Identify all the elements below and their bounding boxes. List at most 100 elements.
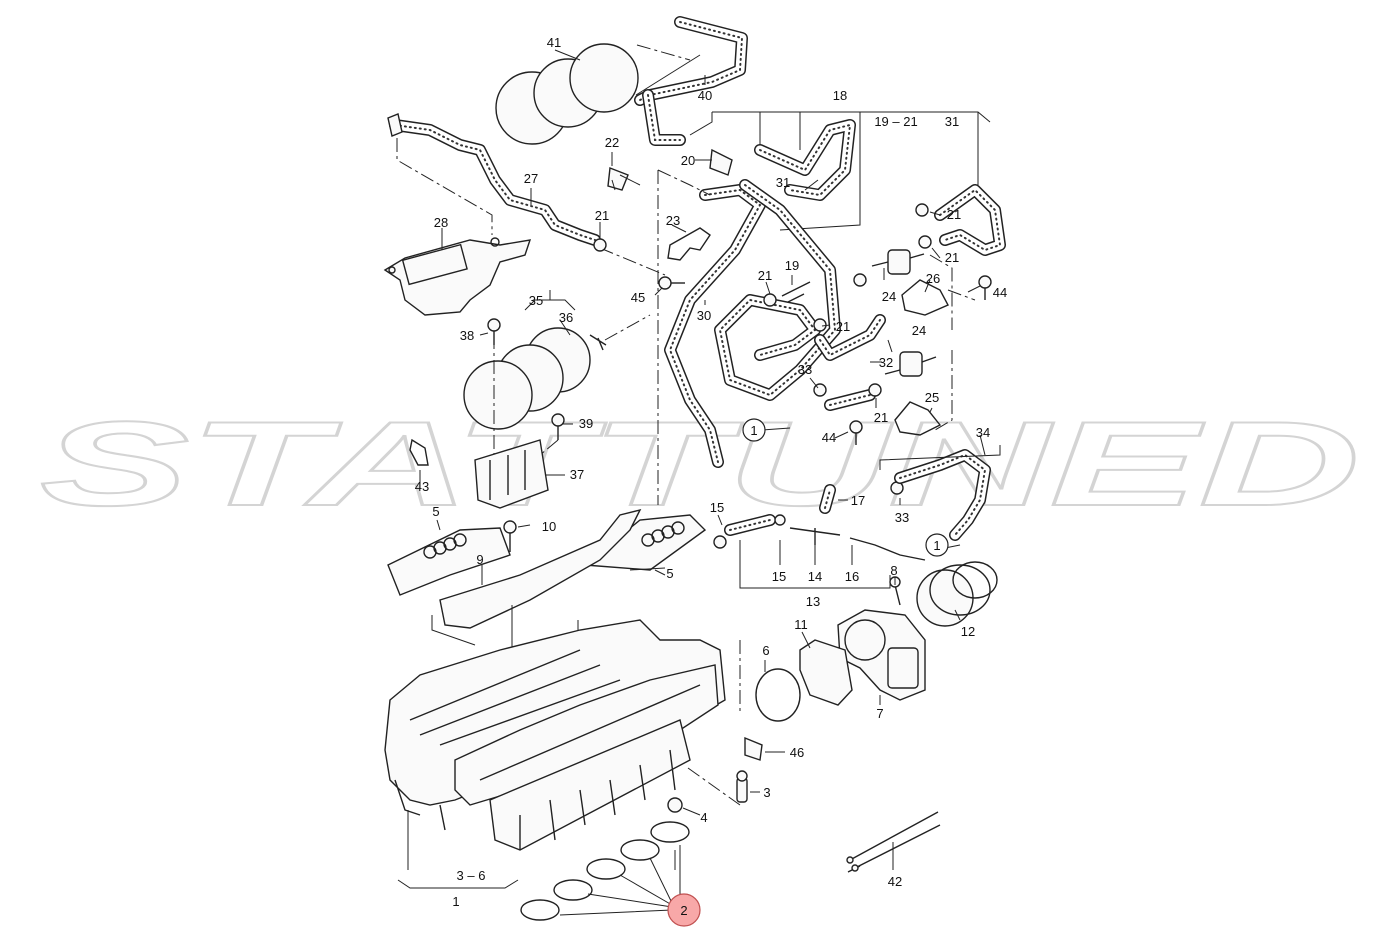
intake-manifold-1 <box>384 619 726 851</box>
screw-45 <box>658 276 685 290</box>
callout-33-a: 33 <box>798 362 812 377</box>
connector-36 <box>589 334 607 351</box>
seal-6 <box>755 668 801 722</box>
t-piece-14 <box>789 527 841 545</box>
gasket-rings-2 <box>520 821 690 921</box>
callout-10: 10 <box>542 519 556 534</box>
callout-1: 1 <box>452 894 459 909</box>
callout-labels: 41 40 18 19 – 21 31 22 20 31 27 28 21 23… <box>415 35 1007 918</box>
sensor-3 <box>736 770 748 803</box>
callout-13: 13 <box>806 594 820 609</box>
tie-43 <box>409 438 429 466</box>
callout-6: 6 <box>762 643 769 658</box>
callout-16: 16 <box>845 569 859 584</box>
hose-32 <box>814 314 886 361</box>
callout-32: 32 <box>879 355 893 370</box>
callout-12: 12 <box>961 624 975 639</box>
callout-1-ref-b: 1 <box>933 538 940 553</box>
callout-21-d: 21 <box>758 268 772 283</box>
hose-30 <box>664 184 766 468</box>
hose-34 <box>894 449 991 541</box>
callout-31-b: 31 <box>776 175 790 190</box>
callout-44-a: 44 <box>993 285 1007 300</box>
callout-42: 42 <box>888 874 902 889</box>
valve-24-lower <box>884 351 937 377</box>
bracket-25 <box>894 401 942 436</box>
hose-loop <box>714 179 841 401</box>
bracket-37 <box>474 439 549 509</box>
callout-22: 22 <box>605 135 619 150</box>
callout-31: 31 <box>945 114 959 129</box>
intake-hose-12 <box>916 561 998 627</box>
callout-21-a: 21 <box>595 208 609 223</box>
callout-18: 18 <box>833 88 847 103</box>
callout-25: 25 <box>925 390 939 405</box>
gasket-11 <box>799 639 853 706</box>
callout-23: 23 <box>666 213 680 228</box>
callout-17: 17 <box>851 493 865 508</box>
callout-40: 40 <box>698 88 712 103</box>
callout-24-a: 24 <box>882 289 896 304</box>
connector-46 <box>744 736 763 761</box>
hose-16 <box>849 537 926 561</box>
fuel-rail-9 <box>439 508 642 629</box>
cable-ties-42 <box>846 811 941 873</box>
callout-1-ref-a: 1 <box>750 423 757 438</box>
ref-circle-1-b <box>925 533 949 557</box>
callout-39: 39 <box>579 416 593 431</box>
bracket-26 <box>901 279 949 316</box>
screw-38 <box>487 318 501 345</box>
callout-15-b: 15 <box>772 569 786 584</box>
callout-2-highlight: 2 <box>680 903 687 918</box>
callout-21-b: 21 <box>947 207 961 222</box>
connector-19 <box>781 281 811 303</box>
callout-34: 34 <box>976 425 990 440</box>
callout-45: 45 <box>631 290 645 305</box>
clip-22 <box>607 167 629 191</box>
callout-5-a: 5 <box>432 504 439 519</box>
callout-9: 9 <box>476 552 483 567</box>
hose-17 <box>819 484 836 514</box>
screw-44-lower <box>849 420 863 445</box>
callout-33-b: 33 <box>895 510 909 525</box>
hose-bundle-18 <box>754 119 856 201</box>
screw-44-upper <box>978 275 992 300</box>
callout-3: 3 <box>763 785 770 800</box>
callout-24-b: 24 <box>912 323 926 338</box>
plug-4 <box>667 797 683 813</box>
hose-31 <box>934 184 1006 256</box>
callout-30: 30 <box>697 308 711 323</box>
callout-15-a: 15 <box>710 500 724 515</box>
callout-35: 35 <box>529 293 543 308</box>
callout-21-e: 21 <box>836 319 850 334</box>
clip-20 <box>709 148 733 176</box>
callout-46: 46 <box>790 745 804 760</box>
callout-14: 14 <box>808 569 822 584</box>
callout-27: 27 <box>524 171 538 186</box>
ref-circle-1-a <box>742 418 766 442</box>
callout-3-6: 3 – 6 <box>457 868 486 883</box>
callout-19-21: 19 – 21 <box>874 114 917 129</box>
callout-28: 28 <box>434 215 448 230</box>
callout-11: 11 <box>794 617 808 632</box>
hose-15 <box>724 514 776 536</box>
bracket-28 <box>383 237 532 316</box>
callout-4: 4 <box>700 810 707 825</box>
filter-spheres-41 <box>495 43 639 145</box>
hose-27 <box>389 119 601 246</box>
clamps-21 <box>593 203 932 495</box>
callout-7: 7 <box>876 706 883 721</box>
bracket-23 <box>667 227 711 261</box>
callout-37: 37 <box>570 467 584 482</box>
screw-39 <box>551 413 565 440</box>
filter-spheres-35 <box>463 327 591 430</box>
callout-41: 41 <box>547 35 561 50</box>
callout-44-b: 44 <box>822 430 836 445</box>
valve-24-upper <box>871 249 925 275</box>
callout-20: 20 <box>681 153 695 168</box>
bolt-10 <box>503 520 517 552</box>
callout-26: 26 <box>926 271 940 286</box>
throttle-body-7 <box>837 609 926 701</box>
cover-5-left <box>387 527 511 596</box>
